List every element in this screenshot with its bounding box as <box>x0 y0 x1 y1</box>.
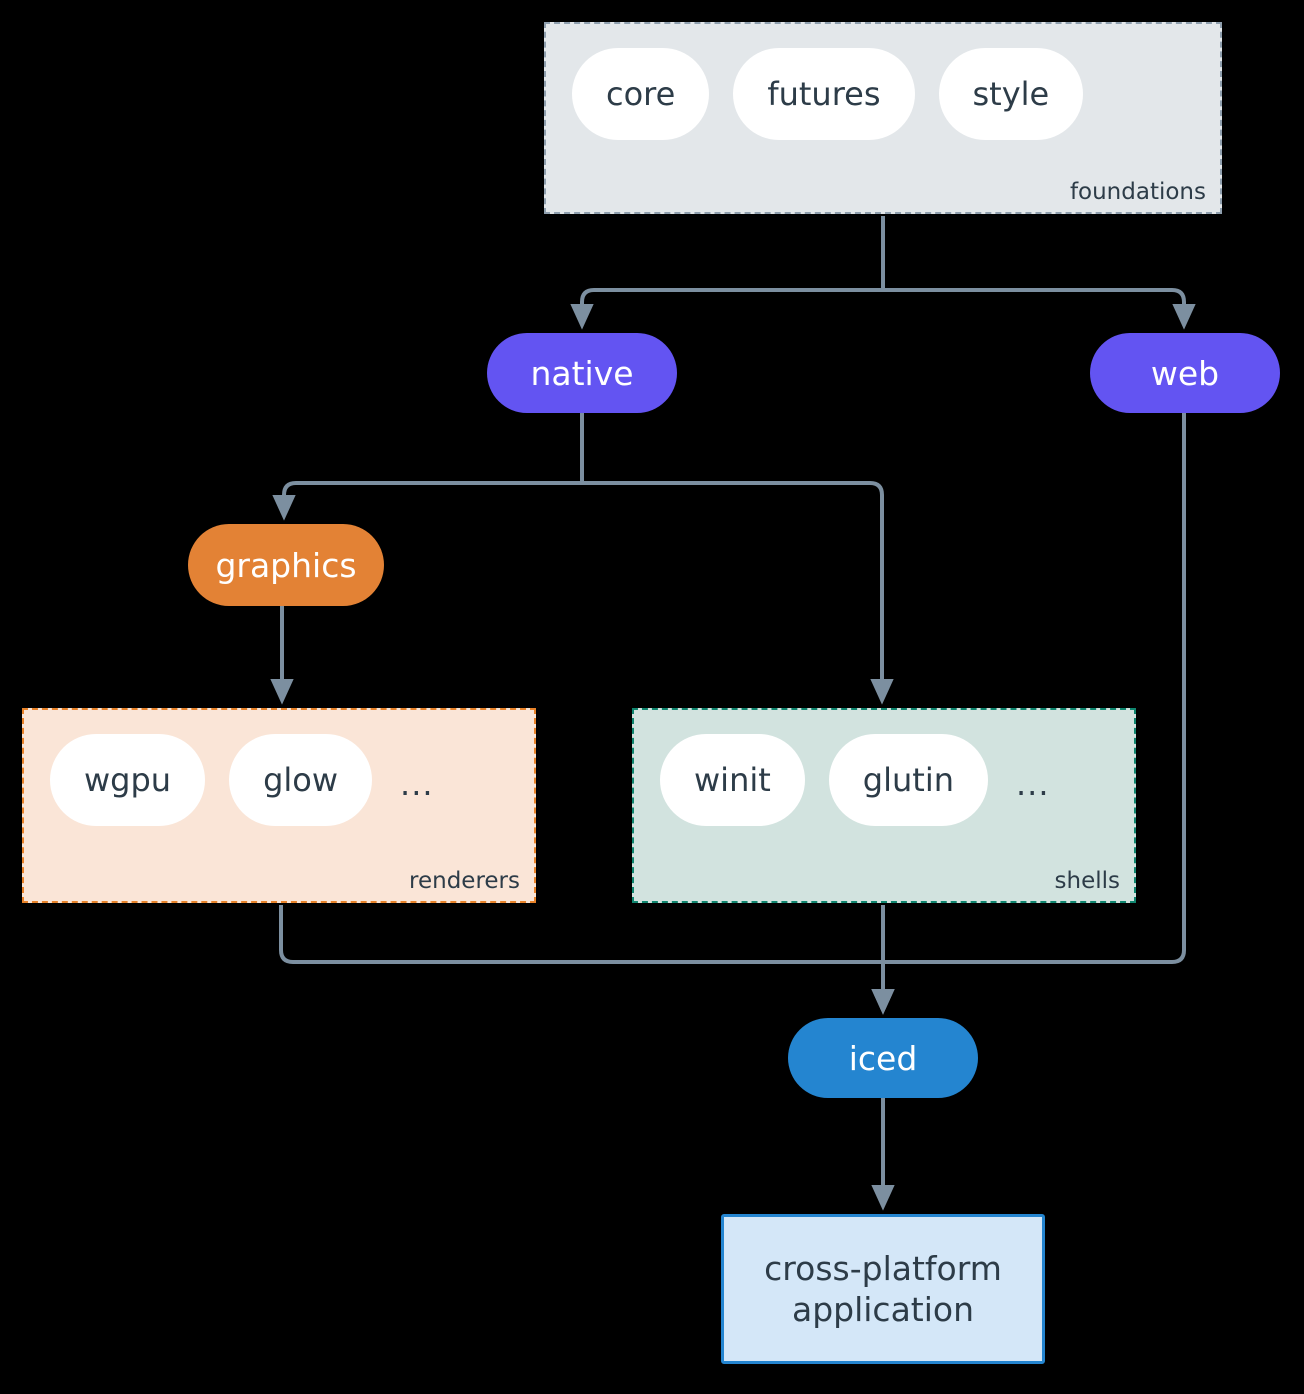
node-native[interactable]: native <box>487 333 677 413</box>
group-label-shells: shells <box>1054 868 1120 894</box>
renderers-items: wgpu glow ... <box>50 734 438 826</box>
edge-foundations-to-native <box>570 216 885 330</box>
renderers-more-ellipsis: ... <box>400 765 434 803</box>
application-label-line2: application <box>791 1290 975 1329</box>
node-glow[interactable]: glow <box>229 734 373 826</box>
node-iced[interactable]: iced <box>788 1018 978 1098</box>
node-futures[interactable]: futures <box>733 48 915 140</box>
node-wgpu[interactable]: wgpu <box>50 734 206 826</box>
edge-native-to-shells <box>580 413 894 705</box>
node-web[interactable]: web <box>1090 333 1280 413</box>
edge-native-to-graphics <box>272 413 584 521</box>
node-style[interactable]: style <box>938 48 1084 140</box>
shells-more-ellipsis: ... <box>1015 765 1050 803</box>
node-core[interactable]: core <box>572 48 710 140</box>
group-foundations[interactable]: core futures style foundations <box>544 22 1222 214</box>
group-shells[interactable]: winit glutin ... shells <box>632 708 1136 903</box>
node-graphics[interactable]: graphics <box>188 524 384 606</box>
group-label-renderers: renderers <box>409 868 520 894</box>
edge-renderers-to-iced <box>279 905 895 1015</box>
foundations-items: core futures style <box>572 48 1084 140</box>
node-glutin[interactable]: glutin <box>828 734 988 826</box>
group-label-foundations: foundations <box>1069 179 1206 205</box>
node-winit[interactable]: winit <box>660 734 805 826</box>
shells-items: winit glutin ... <box>660 734 1054 826</box>
group-renderers[interactable]: wgpu glow ... renderers <box>22 708 536 903</box>
application-label-line1: cross-platform <box>764 1248 1002 1288</box>
node-cross-platform-application[interactable]: cross-platform application <box>721 1214 1045 1364</box>
edge-foundations-to-web <box>881 216 1196 330</box>
